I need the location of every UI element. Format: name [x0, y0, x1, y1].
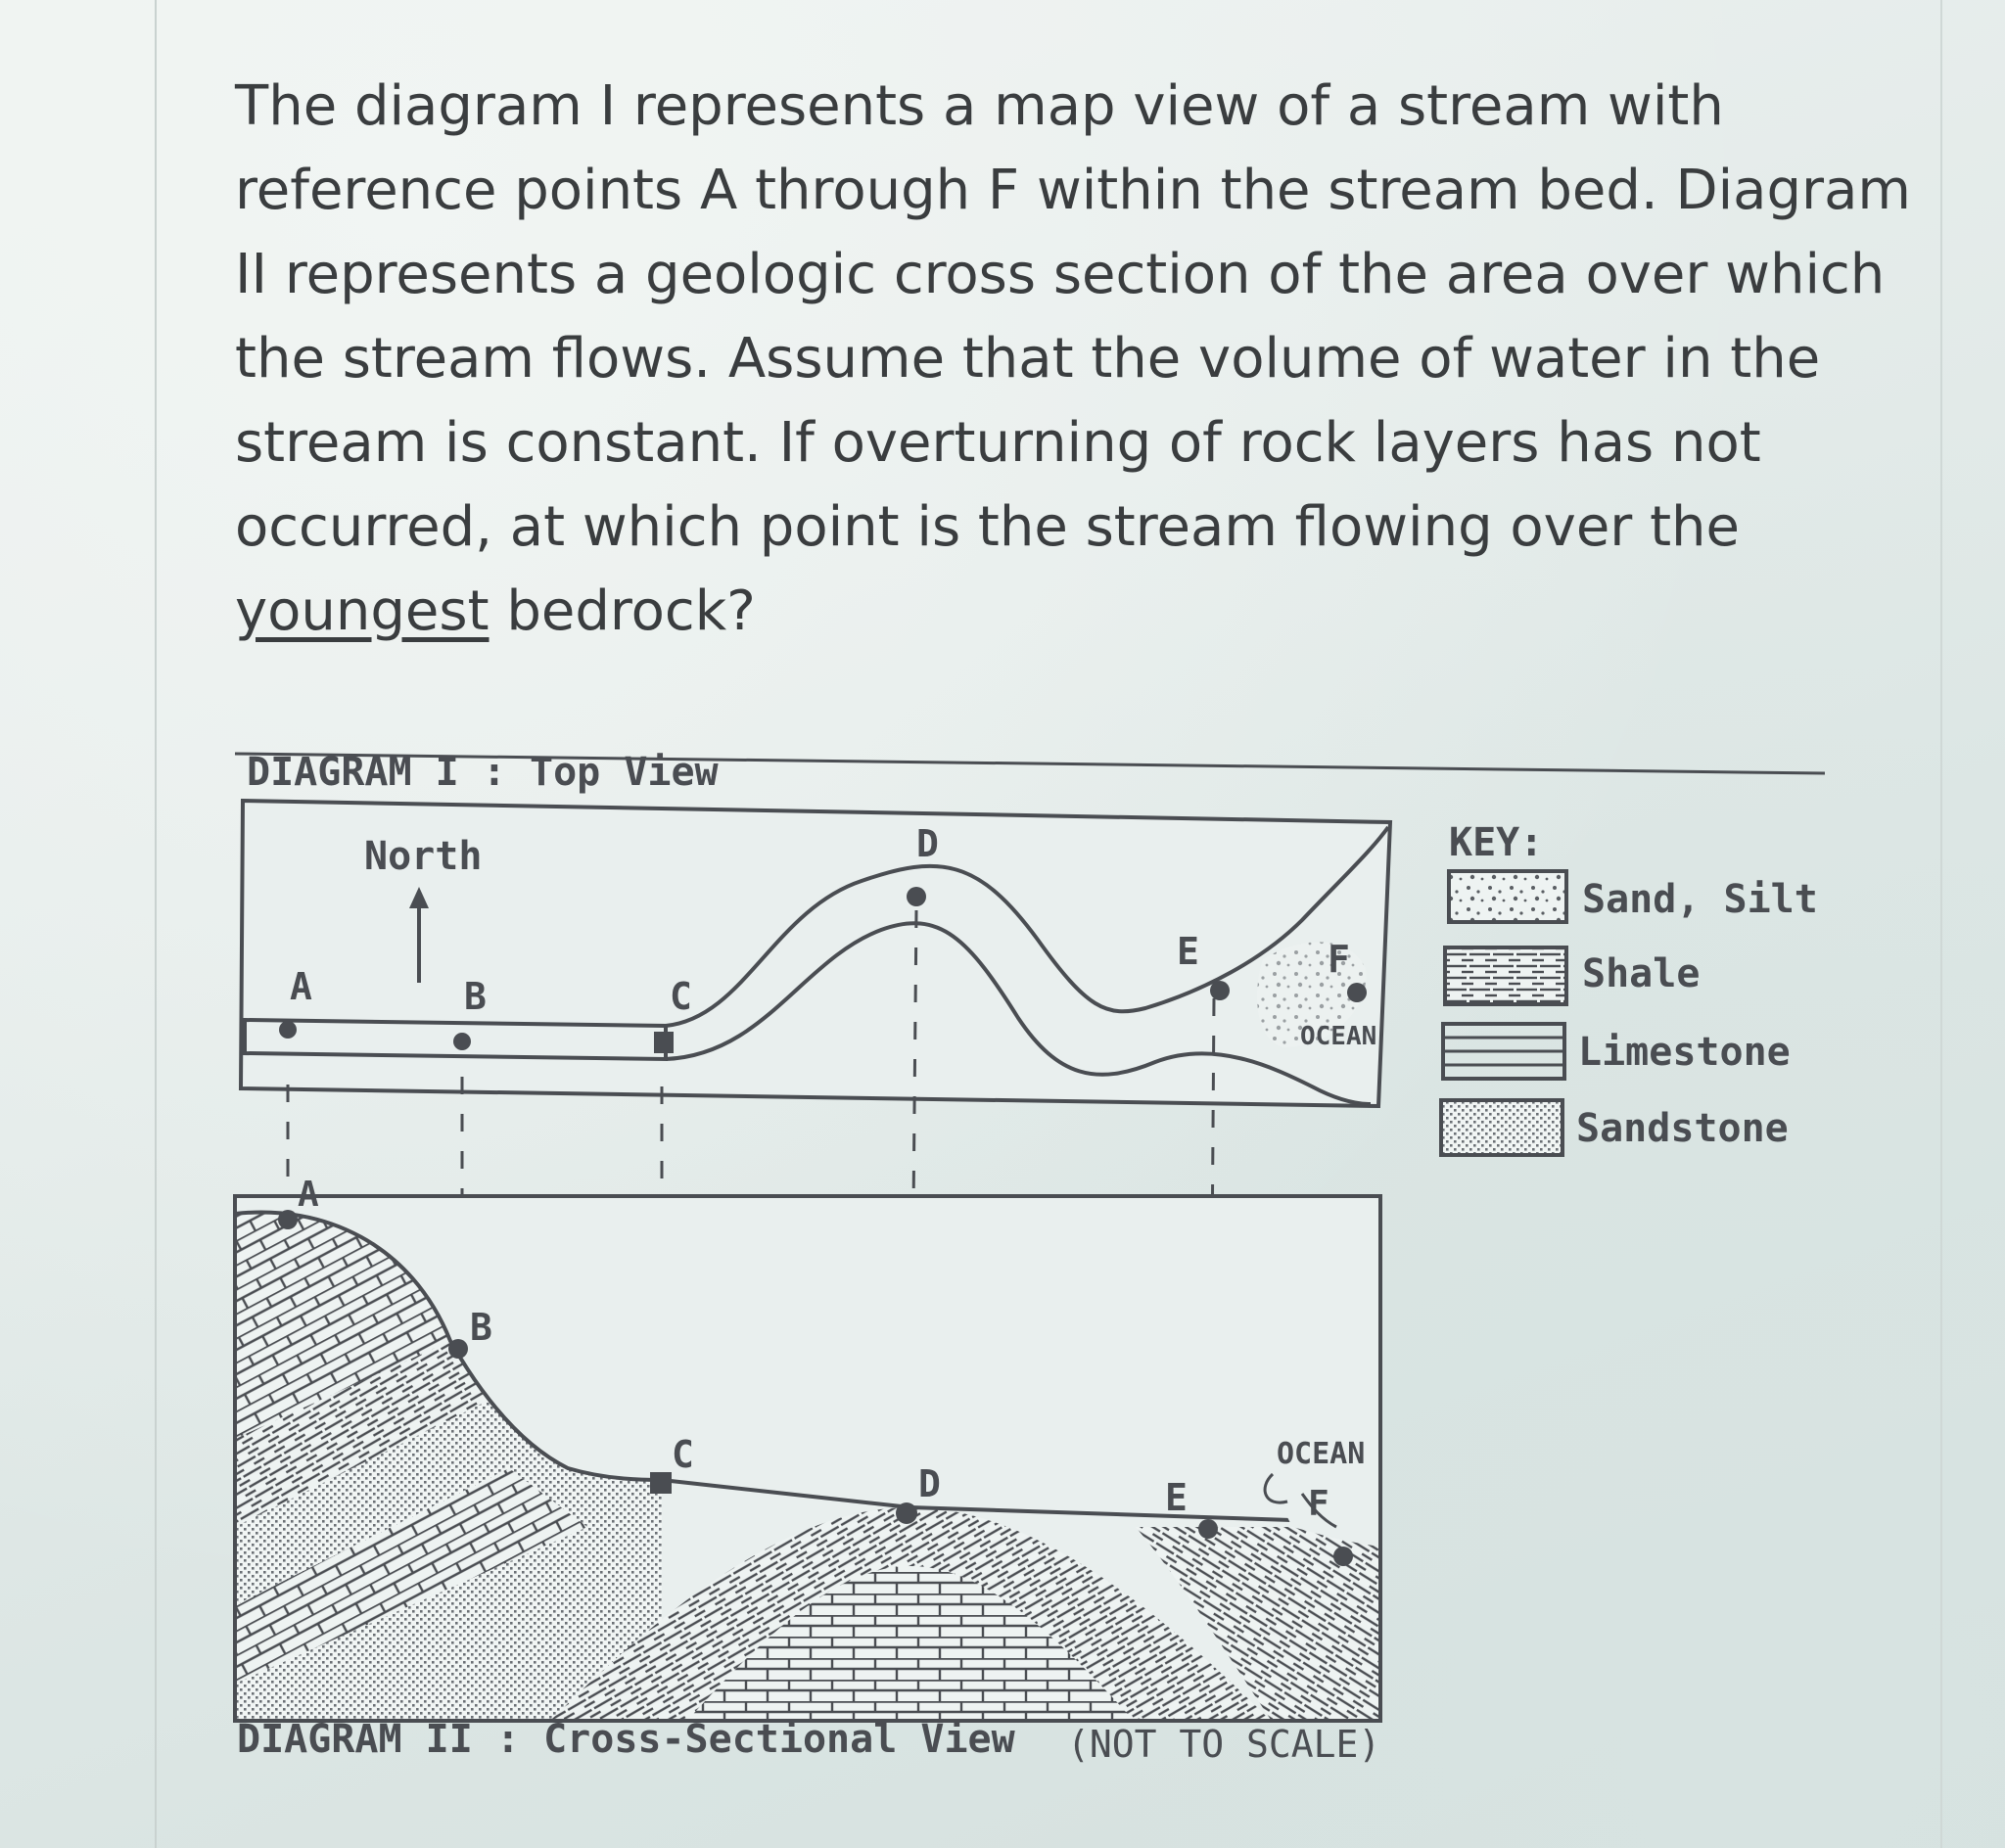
- section-label-f: F: [1308, 1484, 1329, 1524]
- key-swatch-shale: [1443, 946, 1568, 1006]
- limestone-hill-cap: [235, 1212, 450, 1439]
- question-line-7: youngest bedrock?: [235, 570, 1860, 654]
- question-line-4: the stream flows. Assume that the volume…: [235, 327, 1821, 391]
- section-label-b: B: [470, 1306, 492, 1349]
- question-line-3: II represents a geologic cross section o…: [235, 243, 1886, 306]
- ocean-cross-section: [1273, 1468, 1380, 1547]
- map-ocean-label: OCEAN: [1300, 1022, 1377, 1051]
- map-point-e-dot: [1210, 981, 1230, 1000]
- ground-surface: [235, 1210, 1380, 1525]
- map-point-a-dot: [279, 1021, 297, 1039]
- diagram-1-map: [238, 798, 1393, 1109]
- key-label-sandstone: Sandstone: [1576, 1106, 1789, 1151]
- map-point-f-dot: [1347, 983, 1367, 1002]
- key-swatch-sand: [1447, 869, 1568, 924]
- page-edge-left: [155, 0, 157, 1848]
- map-label-c: C: [670, 975, 692, 1018]
- diagram-2-cross-section: [233, 1194, 1382, 1723]
- section-point-f-dot: [1333, 1547, 1353, 1566]
- question-line-1: The diagram I represents a map view of a…: [235, 74, 1724, 138]
- cross-section-frame: [233, 1194, 1382, 1723]
- map-label-d: D: [916, 822, 939, 865]
- question-line-5: stream is constant. If overturning of ro…: [235, 411, 1761, 475]
- section-point-b-dot: [448, 1339, 468, 1359]
- shale-right-band: [1136, 1527, 1380, 1719]
- diagram-1-title: DIAGRAM I : Top View: [247, 750, 719, 795]
- key-title: KEY:: [1449, 820, 1544, 865]
- stream-bank-north: [665, 825, 1390, 1028]
- emphasis-youngest: youngest: [235, 579, 490, 643]
- map-label-a: A: [290, 965, 312, 1008]
- section-ocean-label: OCEAN: [1277, 1437, 1366, 1471]
- key-label-limestone: Limestone: [1578, 1030, 1791, 1075]
- section-label-a: A: [298, 1175, 319, 1215]
- shale-hill-band: [235, 1341, 490, 1527]
- key-label-shale: Shale: [1582, 951, 1701, 996]
- map-point-c-dot: [654, 1032, 674, 1053]
- section-point-c-dot: [650, 1472, 672, 1494]
- section-divider: [234, 752, 1826, 775]
- map-frame: [238, 798, 1393, 1109]
- section-label-d: D: [918, 1462, 941, 1505]
- key-label-sand: Sand, Silt: [1582, 877, 1818, 922]
- map-label-b: B: [464, 975, 487, 1018]
- section-point-e-dot: [1198, 1519, 1218, 1539]
- diagram-2-title: DIAGRAM II : Cross-Sectional View: [237, 1717, 1015, 1762]
- section-label-e: E: [1165, 1476, 1188, 1519]
- north-label: North: [364, 834, 483, 879]
- question-text: The diagram I represents a map view of a…: [235, 65, 1911, 654]
- key-swatch-sandstone: [1439, 1098, 1564, 1157]
- ocean-arrow-icon: [1263, 1472, 1337, 1529]
- section-point-d-dot: [896, 1502, 917, 1524]
- section-point-a-dot: [278, 1210, 298, 1229]
- map-label-f: F: [1328, 938, 1350, 981]
- map-point-b-dot: [453, 1033, 471, 1050]
- section-label-c: C: [672, 1433, 694, 1476]
- question-line-6: occurred, at which point is the stream f…: [235, 495, 1740, 559]
- question-line-2: reference points A through F within the …: [235, 159, 1911, 222]
- page-edge-right: [1940, 0, 1942, 1848]
- map-label-e: E: [1177, 930, 1199, 973]
- ocean-sediment-map: [1257, 942, 1367, 1047]
- not-to-scale-note: (NOT TO SCALE): [1067, 1723, 1381, 1766]
- question-line-7-rest: bedrock?: [489, 579, 756, 643]
- north-arrow-icon: [409, 887, 429, 908]
- limestone-lower-band: [235, 1468, 587, 1684]
- map-point-d-dot: [907, 887, 926, 906]
- key-swatches: [1439, 869, 1568, 1157]
- anticline-limestone-core: [688, 1566, 1133, 1719]
- stream-bank-south: [665, 921, 1372, 1106]
